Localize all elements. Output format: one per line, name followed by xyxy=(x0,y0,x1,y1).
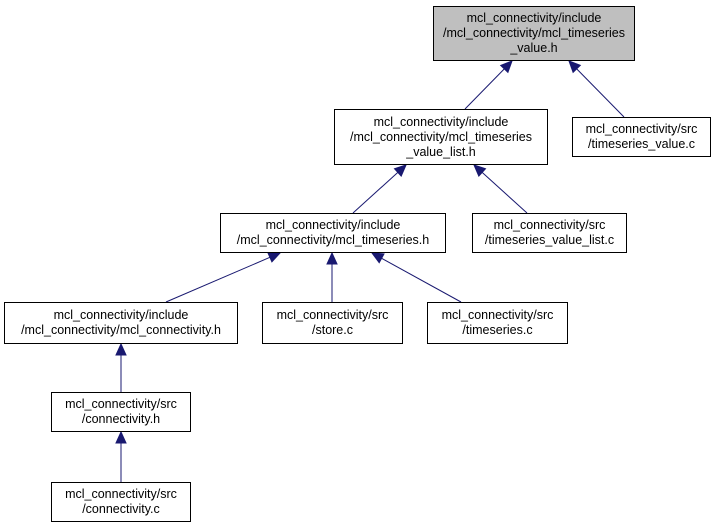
node-timeseries-value-c[interactable]: mcl_connectivity/src/timeseries_value.c xyxy=(572,117,711,157)
node-label-line: /mcl_connectivity/mcl_timeseries xyxy=(350,129,532,144)
node-label-line: /connectivity.c xyxy=(82,502,160,516)
edge-timeseries_value_c-to-mcl_timeseries_value_h xyxy=(568,60,625,118)
edge-mcl_timeseries_value_list_h-to-mcl_timeseries_value_h xyxy=(464,60,513,110)
node-connectivity-h[interactable]: mcl_connectivity/src/connectivity.h xyxy=(51,392,191,432)
edge-arrowhead xyxy=(115,430,127,444)
edge-connectivity_h-to-mcl_connectivity_h xyxy=(115,342,127,392)
node-label-line: mcl_connectivity/include xyxy=(53,308,189,322)
node-label-line: /connectivity.h xyxy=(81,412,161,426)
node-timeseries-c[interactable]: mcl_connectivity/src/timeseries.c xyxy=(427,302,568,344)
edge-line xyxy=(576,68,625,118)
edge-connectivity_c-to-connectivity_h xyxy=(115,430,127,482)
edge-store_c-to-mcl_timeseries_h xyxy=(326,251,338,302)
node-label-line: mcl_connectivity/src xyxy=(493,218,606,232)
edge-arrowhead xyxy=(267,252,282,263)
node-label-line: mcl_connectivity/src xyxy=(65,397,177,411)
edge-line xyxy=(464,68,505,110)
node-connectivity-c[interactable]: mcl_connectivity/src/connectivity.c xyxy=(51,482,191,522)
node-label-line: mcl_connectivity/include xyxy=(265,218,401,232)
edge-timeseries_c-to-mcl_timeseries_h xyxy=(370,252,462,303)
edge-arrowhead xyxy=(393,164,407,178)
node-mcl-timeseries-h[interactable]: mcl_connectivity/include/mcl_connectivit… xyxy=(220,213,446,253)
edge-line xyxy=(165,256,271,303)
edge-arrowhead xyxy=(499,60,513,74)
node-mcl-connectivity-h[interactable]: mcl_connectivity/include/mcl_connectivit… xyxy=(4,302,238,344)
edge-arrowhead xyxy=(326,251,338,265)
node-label-line: /mcl_connectivity/mcl_timeseries xyxy=(443,26,625,40)
edge-arrowhead xyxy=(115,342,127,356)
node-label-line: /timeseries.c xyxy=(462,323,533,337)
edge-line xyxy=(481,172,528,214)
node-label-line: /store.c xyxy=(312,323,353,337)
node-mcl-timeseries-value-list-h[interactable]: mcl_connectivity/include/mcl_connectivit… xyxy=(334,109,548,165)
node-store-c[interactable]: mcl_connectivity/src/store.c xyxy=(262,302,403,344)
node-label-line: mcl_connectivity/include xyxy=(466,11,602,25)
edge-mcl_connectivity_h-to-mcl_timeseries_h xyxy=(165,252,282,303)
edge-arrowhead xyxy=(370,252,385,264)
node-label-line: /timeseries_value_list.c xyxy=(484,233,615,247)
node-mcl-timeseries-value-h: mcl_connectivity/include/mcl_connectivit… xyxy=(433,6,635,61)
edge-line xyxy=(381,257,462,303)
edge-timeseries_value_list_c-to-mcl_timeseries_value_list_h xyxy=(473,164,528,214)
node-label-line: mcl_connectivity/src xyxy=(65,487,177,501)
node-label-line: mcl_connectivity/src xyxy=(585,122,698,136)
node-label-line: mcl_connectivity/include xyxy=(373,114,509,129)
edge-arrowhead xyxy=(473,164,487,178)
edge-arrowhead xyxy=(568,60,582,74)
edge-mcl_timeseries_h-to-mcl_timeseries_value_list_h xyxy=(352,164,407,214)
node-label-line: /timeseries_value.c xyxy=(588,137,695,151)
node-label-line: /mcl_connectivity/mcl_timeseries.h xyxy=(236,233,430,247)
node-label-line: mcl_connectivity/src xyxy=(441,308,554,322)
node-label-line: _value.h xyxy=(510,41,558,55)
node-label-line: mcl_connectivity/src xyxy=(276,308,389,322)
node-label-line: /mcl_connectivity/mcl_connectivity.h xyxy=(21,323,221,337)
node-label-line: _value_list.h xyxy=(406,144,476,159)
edge-line xyxy=(352,172,399,214)
node-timeseries-value-list-c[interactable]: mcl_connectivity/src/timeseries_value_li… xyxy=(472,213,627,253)
